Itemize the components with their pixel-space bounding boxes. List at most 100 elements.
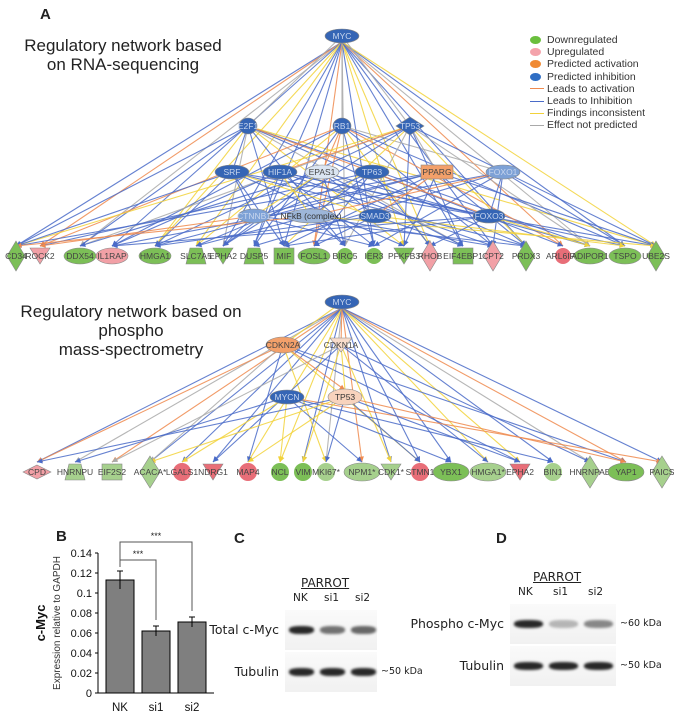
edge-arrowhead: [314, 241, 320, 246]
edge: [344, 396, 627, 463]
node-label: NDRG1: [198, 467, 228, 477]
node-target[interactable]: TSPO: [608, 247, 642, 265]
node-target-2[interactable]: NPM1*: [343, 462, 381, 482]
edge-arrowhead: [457, 241, 463, 247]
node-target-2[interactable]: MAP4: [236, 463, 260, 481]
edge: [488, 171, 504, 217]
node-hub[interactable]: TP53: [395, 116, 425, 136]
node-myc-2[interactable]: MYC: [324, 294, 360, 310]
node-target[interactable]: PRDX3: [512, 240, 541, 272]
legend-item: Findings inconsistent: [530, 107, 645, 119]
node-target-2[interactable]: YAP1: [607, 462, 645, 482]
edge: [212, 307, 343, 463]
edge: [247, 125, 346, 247]
node-target-2[interactable]: EIF2S2: [98, 463, 127, 481]
node-target[interactable]: DDX54: [63, 247, 97, 265]
node-target[interactable]: DUSP5: [240, 247, 269, 265]
edge: [15, 171, 233, 247]
node-myc[interactable]: MYC: [324, 28, 360, 44]
node-target[interactable]: HMGA1: [138, 247, 172, 265]
node-label: RHOB: [418, 251, 443, 261]
node-target-2[interactable]: MKI67*: [312, 463, 341, 481]
node-mid[interactable]: HIF1A: [262, 164, 298, 180]
node-target-2[interactable]: EPHA2: [506, 463, 534, 481]
node-mid[interactable]: TP63: [354, 164, 390, 180]
node-low[interactable]: CTNNB1: [237, 208, 271, 224]
node-target-2[interactable]: HMGA1*: [469, 462, 507, 482]
significance-bracket: [119, 541, 193, 611]
node-label: YAP1: [615, 467, 636, 477]
node-target-2[interactable]: HNRNPAB: [570, 455, 611, 489]
node-label: TSPO: [613, 251, 637, 261]
row-label: Tubulin: [459, 658, 504, 673]
node-target-2[interactable]: BIN1: [544, 463, 563, 481]
node-tp53[interactable]: TP53: [327, 388, 363, 406]
y-axis-subtitle: Expression relative to GAPDH: [52, 556, 63, 690]
node-mid[interactable]: EPAS1: [304, 164, 340, 180]
node-target-2[interactable]: ACACA*: [134, 455, 167, 489]
edge-arrowhead: [278, 240, 284, 246]
edge: [74, 396, 288, 463]
edge-arrowhead: [282, 240, 288, 246]
edge: [253, 171, 323, 217]
node-target-2[interactable]: LGALS1: [166, 463, 198, 481]
edge: [39, 215, 255, 247]
node-label: SMAD3: [360, 211, 390, 221]
node-target[interactable]: FOSL1: [297, 247, 331, 265]
edge: [502, 171, 626, 247]
node-target[interactable]: IL1RAP: [95, 247, 129, 265]
node-target[interactable]: EIF4EBP1: [443, 247, 483, 265]
node-cdkn1a[interactable]: CDKN1A: [324, 337, 359, 353]
node-target[interactable]: MIF: [273, 247, 295, 265]
node-mycn[interactable]: MYCN: [269, 389, 305, 405]
node-target[interactable]: IER3: [365, 248, 384, 264]
node-target[interactable]: SLC7A5: [180, 247, 212, 265]
node-mid[interactable]: SRF: [214, 164, 250, 180]
node-label: EPHA2: [209, 251, 237, 261]
node-label: PFKFB3: [388, 251, 420, 261]
node-hub[interactable]: RB1: [332, 117, 352, 135]
node-target-2[interactable]: NDRG1: [198, 463, 228, 481]
node-target[interactable]: CPT2: [482, 240, 504, 272]
node-label: HNRNPU: [57, 467, 93, 477]
node-target[interactable]: ADIPOR1: [571, 247, 609, 265]
legend-item: Downregulated: [530, 34, 645, 46]
node-target[interactable]: UBE2S: [642, 240, 670, 272]
y-tick-label: 0.12: [71, 568, 92, 580]
edge: [247, 307, 343, 463]
node-low[interactable]: NFkB (complex): [281, 208, 342, 224]
node-target[interactable]: PFKFB3: [388, 247, 420, 265]
edge: [341, 35, 411, 127]
node-mid[interactable]: PPARG: [420, 164, 454, 180]
node-label: TP63: [362, 167, 383, 177]
node-target[interactable]: CD34: [5, 240, 27, 272]
node-target-2[interactable]: PAICS: [650, 455, 675, 489]
node-hub[interactable]: E2F1: [238, 117, 259, 135]
node-low[interactable]: FOXO3: [472, 208, 506, 224]
node-target-2[interactable]: VIM: [294, 463, 312, 481]
x-tick-label: NK: [112, 702, 128, 714]
node-target-2[interactable]: NCL: [271, 463, 289, 481]
protein-band: [514, 662, 543, 670]
edge: [111, 125, 343, 247]
node-target-2[interactable]: CDK1*: [378, 463, 405, 481]
edge: [373, 171, 504, 247]
node-target-2[interactable]: HNRNPU: [57, 463, 93, 481]
node-target[interactable]: ARL6IP1: [546, 248, 580, 264]
node-target-2[interactable]: STMN1: [406, 463, 435, 481]
node-target-2[interactable]: YBX1: [432, 462, 470, 482]
node-cdkn2a[interactable]: CDKN2A: [265, 336, 301, 354]
node-target-2[interactable]: CPD: [22, 464, 52, 480]
edge: [282, 344, 627, 463]
edge: [253, 171, 438, 217]
node-target[interactable]: EPHA2: [209, 247, 237, 265]
edge-arrowhead: [248, 456, 254, 462]
edge: [36, 307, 343, 463]
node-target[interactable]: ROCK2: [25, 247, 55, 265]
node-target[interactable]: RHOB: [418, 240, 443, 272]
node-target[interactable]: BIRC5: [332, 248, 358, 264]
node-low[interactable]: SMAD3: [358, 208, 392, 224]
row-label: Phospho c-Myc: [410, 616, 504, 631]
node-mid[interactable]: FOXO1: [485, 164, 521, 180]
node-label: BIRC5: [332, 251, 357, 261]
